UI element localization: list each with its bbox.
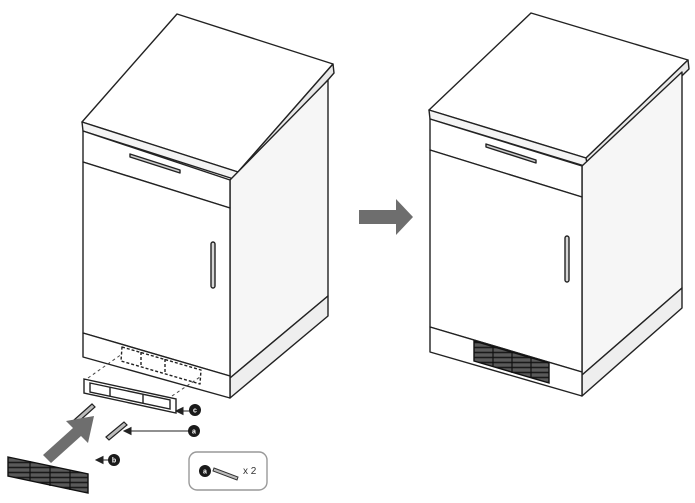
callout-arrows <box>94 406 190 465</box>
svg-text:a: a <box>192 429 196 436</box>
vent-grille <box>7 456 89 494</box>
svg-text:c: c <box>193 408 197 415</box>
callout-c: c <box>189 404 201 416</box>
parts-box-quantity: x 2 <box>243 466 257 477</box>
callout-a: a <box>188 425 200 437</box>
screw-right <box>105 421 128 441</box>
installed-grille <box>473 340 550 384</box>
insert-arrow <box>43 416 94 463</box>
parts-box-bubble <box>199 465 211 477</box>
svg-text:b: b <box>112 458 116 465</box>
door-handle-after <box>564 235 570 283</box>
parts-box: a x 2 <box>188 451 268 491</box>
plinth-opening <box>120 346 202 385</box>
mounting-frame <box>83 378 177 414</box>
drawer-handle-after <box>485 143 537 164</box>
door-handle <box>210 241 216 289</box>
callout-b: b <box>108 454 120 466</box>
screw-icon <box>212 467 239 481</box>
cabinet-after <box>428 12 690 397</box>
screws <box>73 403 128 441</box>
svg-text:a: a <box>203 469 207 476</box>
drawer-handle <box>129 153 181 174</box>
step-arrow <box>359 199 413 235</box>
alignment-lines <box>87 353 201 397</box>
cabinet-before <box>81 13 335 399</box>
